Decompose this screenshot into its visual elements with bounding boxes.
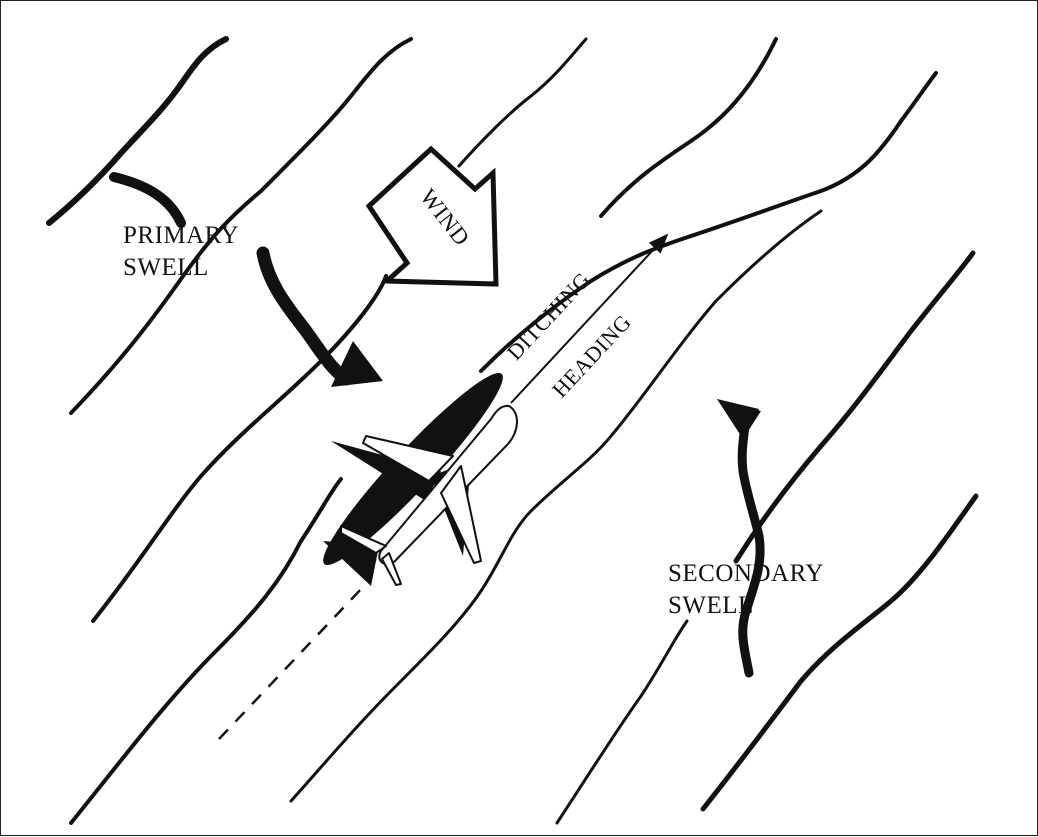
primary-swell-arrow — [109, 172, 383, 387]
primary-swell-label-line1: PRIMARY — [123, 222, 239, 249]
secondary-swell-label-line1: SECONDARY — [668, 560, 824, 587]
primary-swell-label: PRIMARY SWELL — [123, 222, 239, 281]
ditching-heading-arrow — [510, 233, 669, 404]
secondary-swell-label-line2: SWELL — [668, 592, 754, 619]
secondary-swell-label: SECONDARY SWELL — [668, 560, 824, 619]
swell-line — [700, 493, 979, 812]
wind-arrow — [365, 145, 499, 287]
swell-line — [599, 37, 778, 218]
swell-line — [69, 37, 413, 415]
swell-line — [69, 477, 343, 825]
aircraft-shadow — [323, 372, 503, 586]
swell-line — [289, 209, 823, 803]
swell-line — [91, 274, 388, 623]
secondary-swell-arrow — [717, 399, 765, 678]
swell-line — [733, 250, 976, 564]
flight-path — [218, 586, 364, 740]
primary-swell-label-line2: SWELL — [123, 254, 209, 281]
swell-line — [457, 37, 588, 168]
swell-lines — [46, 36, 979, 825]
swell-line — [46, 36, 229, 226]
swell-line — [555, 619, 689, 825]
aircraft — [340, 404, 518, 586]
swell-line — [479, 71, 938, 373]
heading-label: HEADING — [547, 309, 636, 402]
